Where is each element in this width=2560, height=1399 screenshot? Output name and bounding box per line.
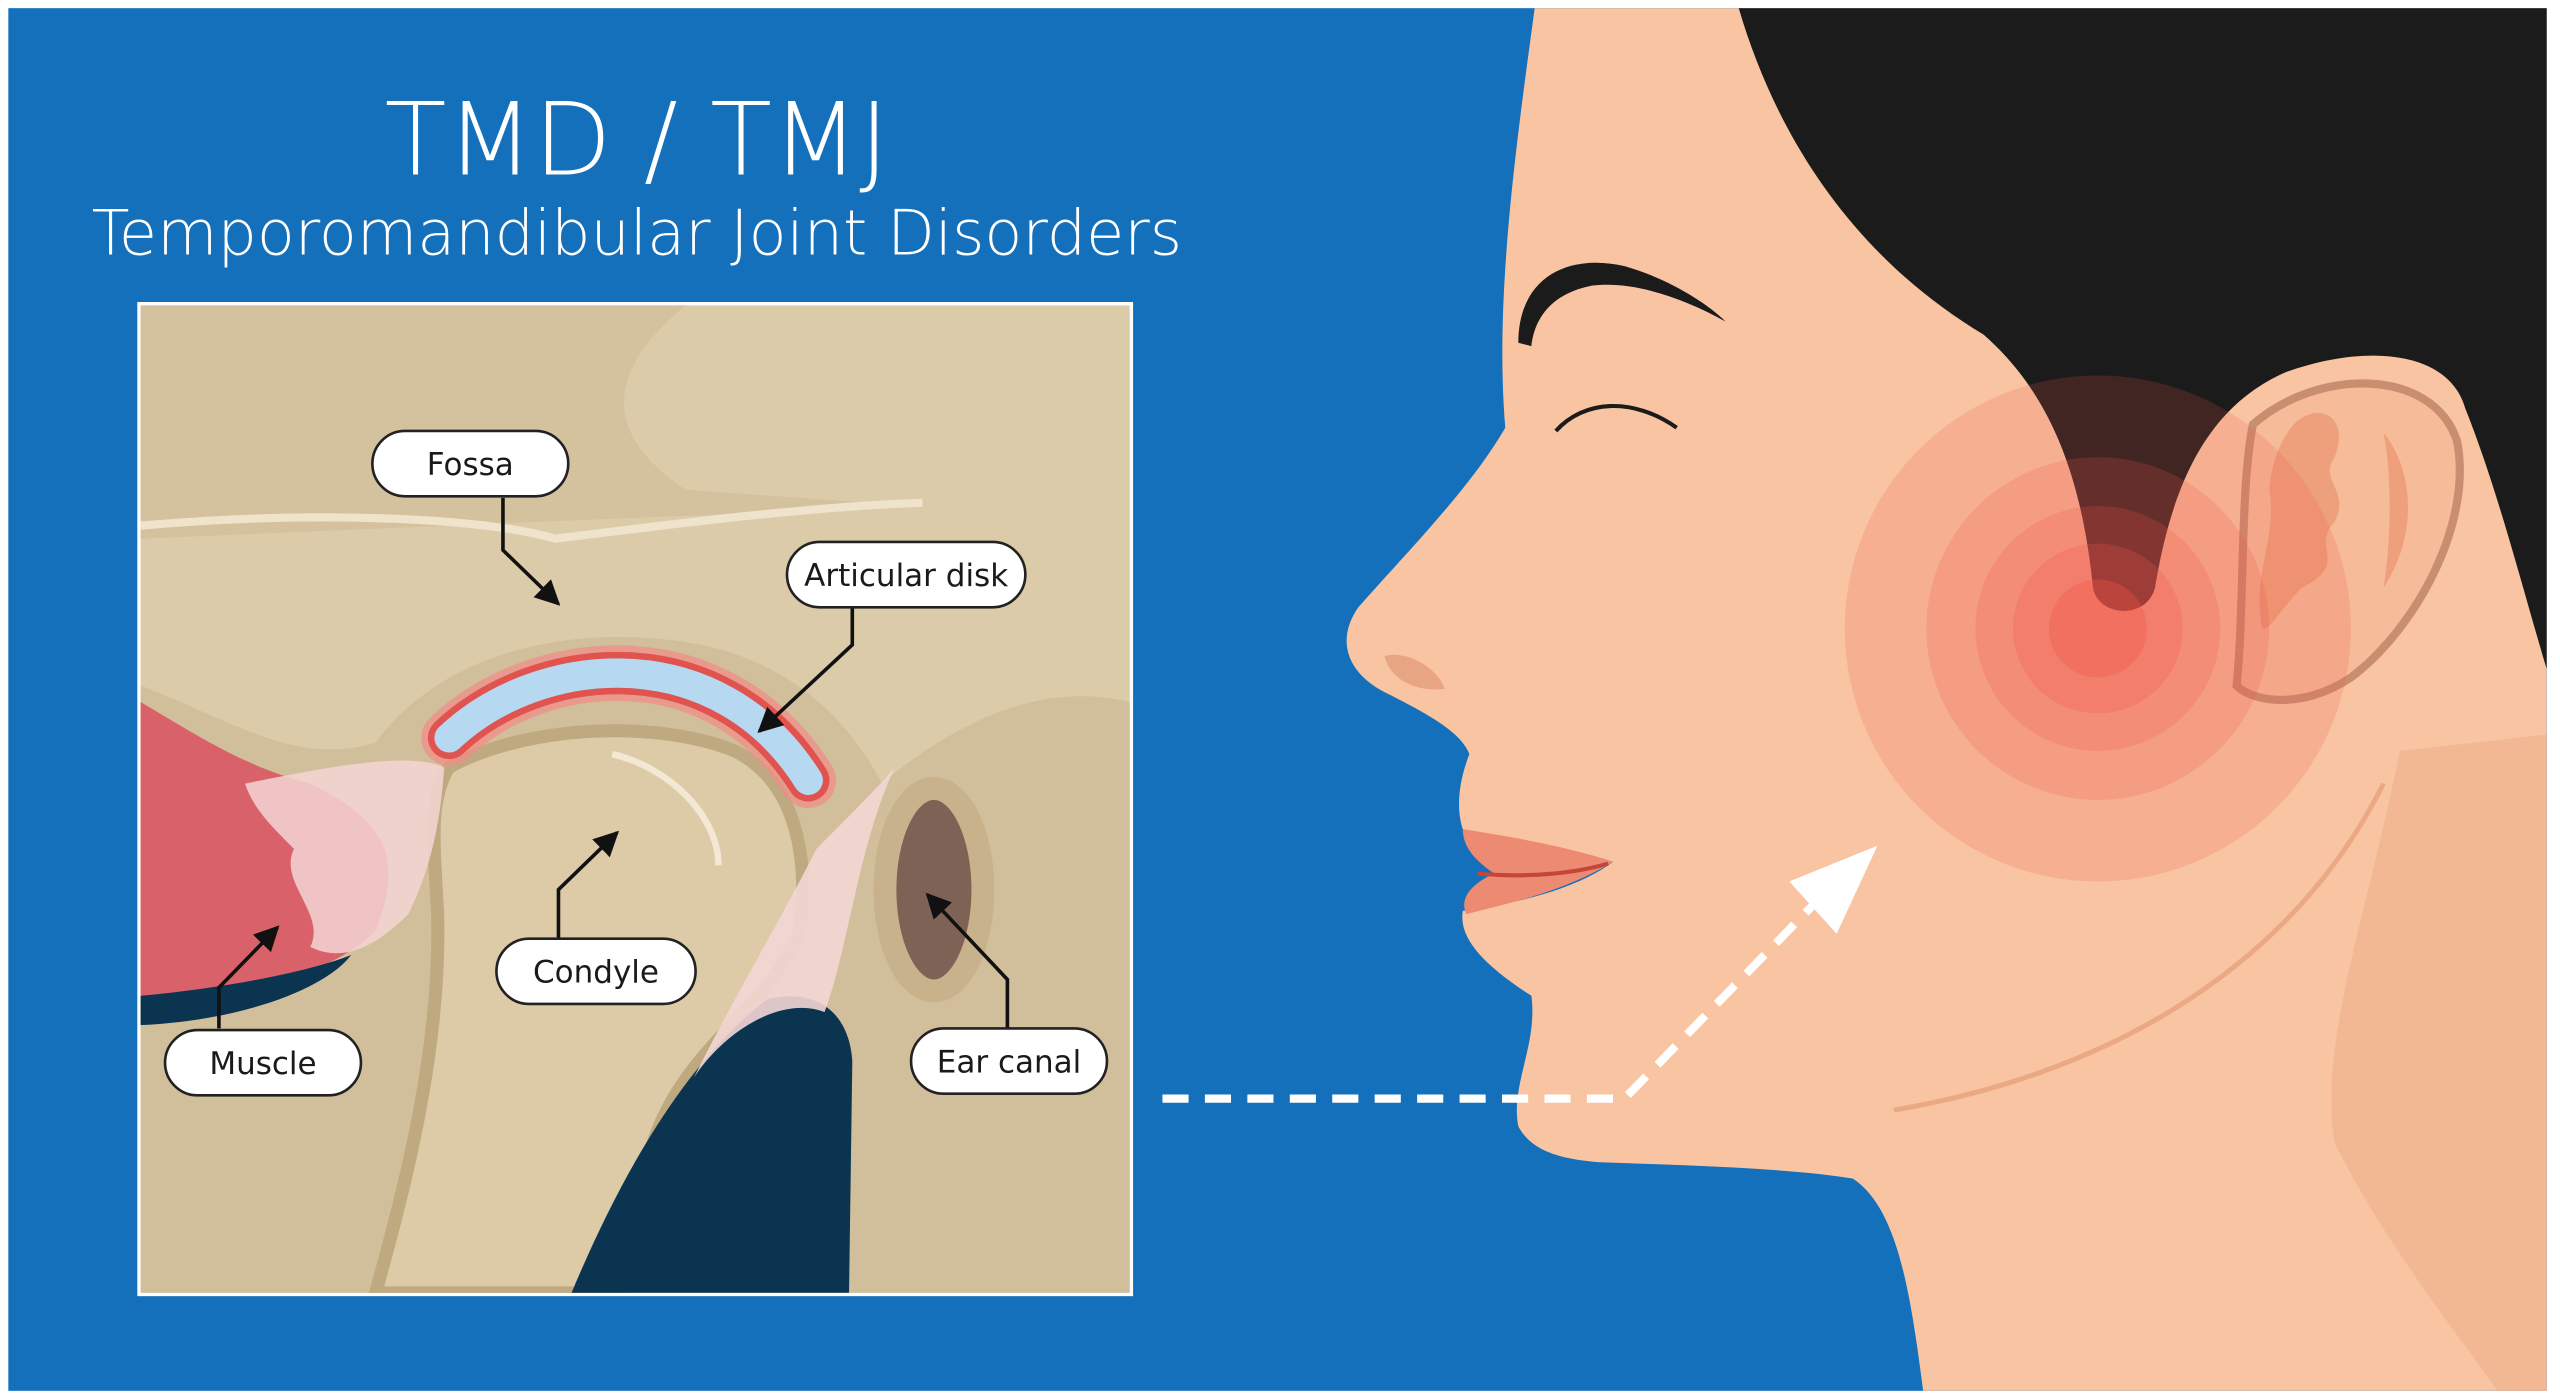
eye	[1554, 403, 1678, 433]
dashed-arrow	[1162, 845, 1878, 1103]
eyebrow	[1518, 262, 1726, 347]
lip-line	[1477, 861, 1609, 878]
svg-text:Condyle: Condyle	[533, 955, 659, 991]
nostril	[1384, 654, 1445, 690]
label-fossa: Fossa	[371, 429, 570, 498]
jaw-line	[1893, 782, 2386, 1113]
hair	[1738, 8, 2547, 670]
svg-text:Muscle: Muscle	[209, 1046, 316, 1082]
callouts: Fossa Articular disk Condyle Muscle Ear …	[163, 429, 1109, 1097]
svg-text:Fossa: Fossa	[427, 447, 514, 483]
ligament	[693, 767, 895, 1078]
label-condyle: Condyle	[495, 937, 697, 1006]
pain-circles	[1844, 375, 2351, 882]
title: TMD / TMJ	[385, 81, 889, 199]
ear-canal-shape	[873, 777, 995, 1003]
ear-fold	[2383, 432, 2409, 588]
label-ear-canal: Ear canal	[909, 1027, 1109, 1096]
neck-shadow	[2331, 734, 2547, 1391]
joint-inset	[140, 305, 1130, 1293]
ear-inner	[2259, 412, 2340, 629]
subtitle: Temporomandibular Joint Disorders	[92, 197, 1182, 270]
label-muscle: Muscle	[163, 1028, 363, 1097]
navy-shape	[571, 996, 853, 1293]
face-profile	[1346, 8, 2547, 1391]
svg-text:Ear canal: Ear canal	[937, 1045, 1081, 1081]
label-articular-disk: Articular disk	[785, 540, 1027, 609]
lips	[1462, 829, 1614, 915]
svg-text:Articular disk: Articular disk	[804, 558, 1008, 594]
